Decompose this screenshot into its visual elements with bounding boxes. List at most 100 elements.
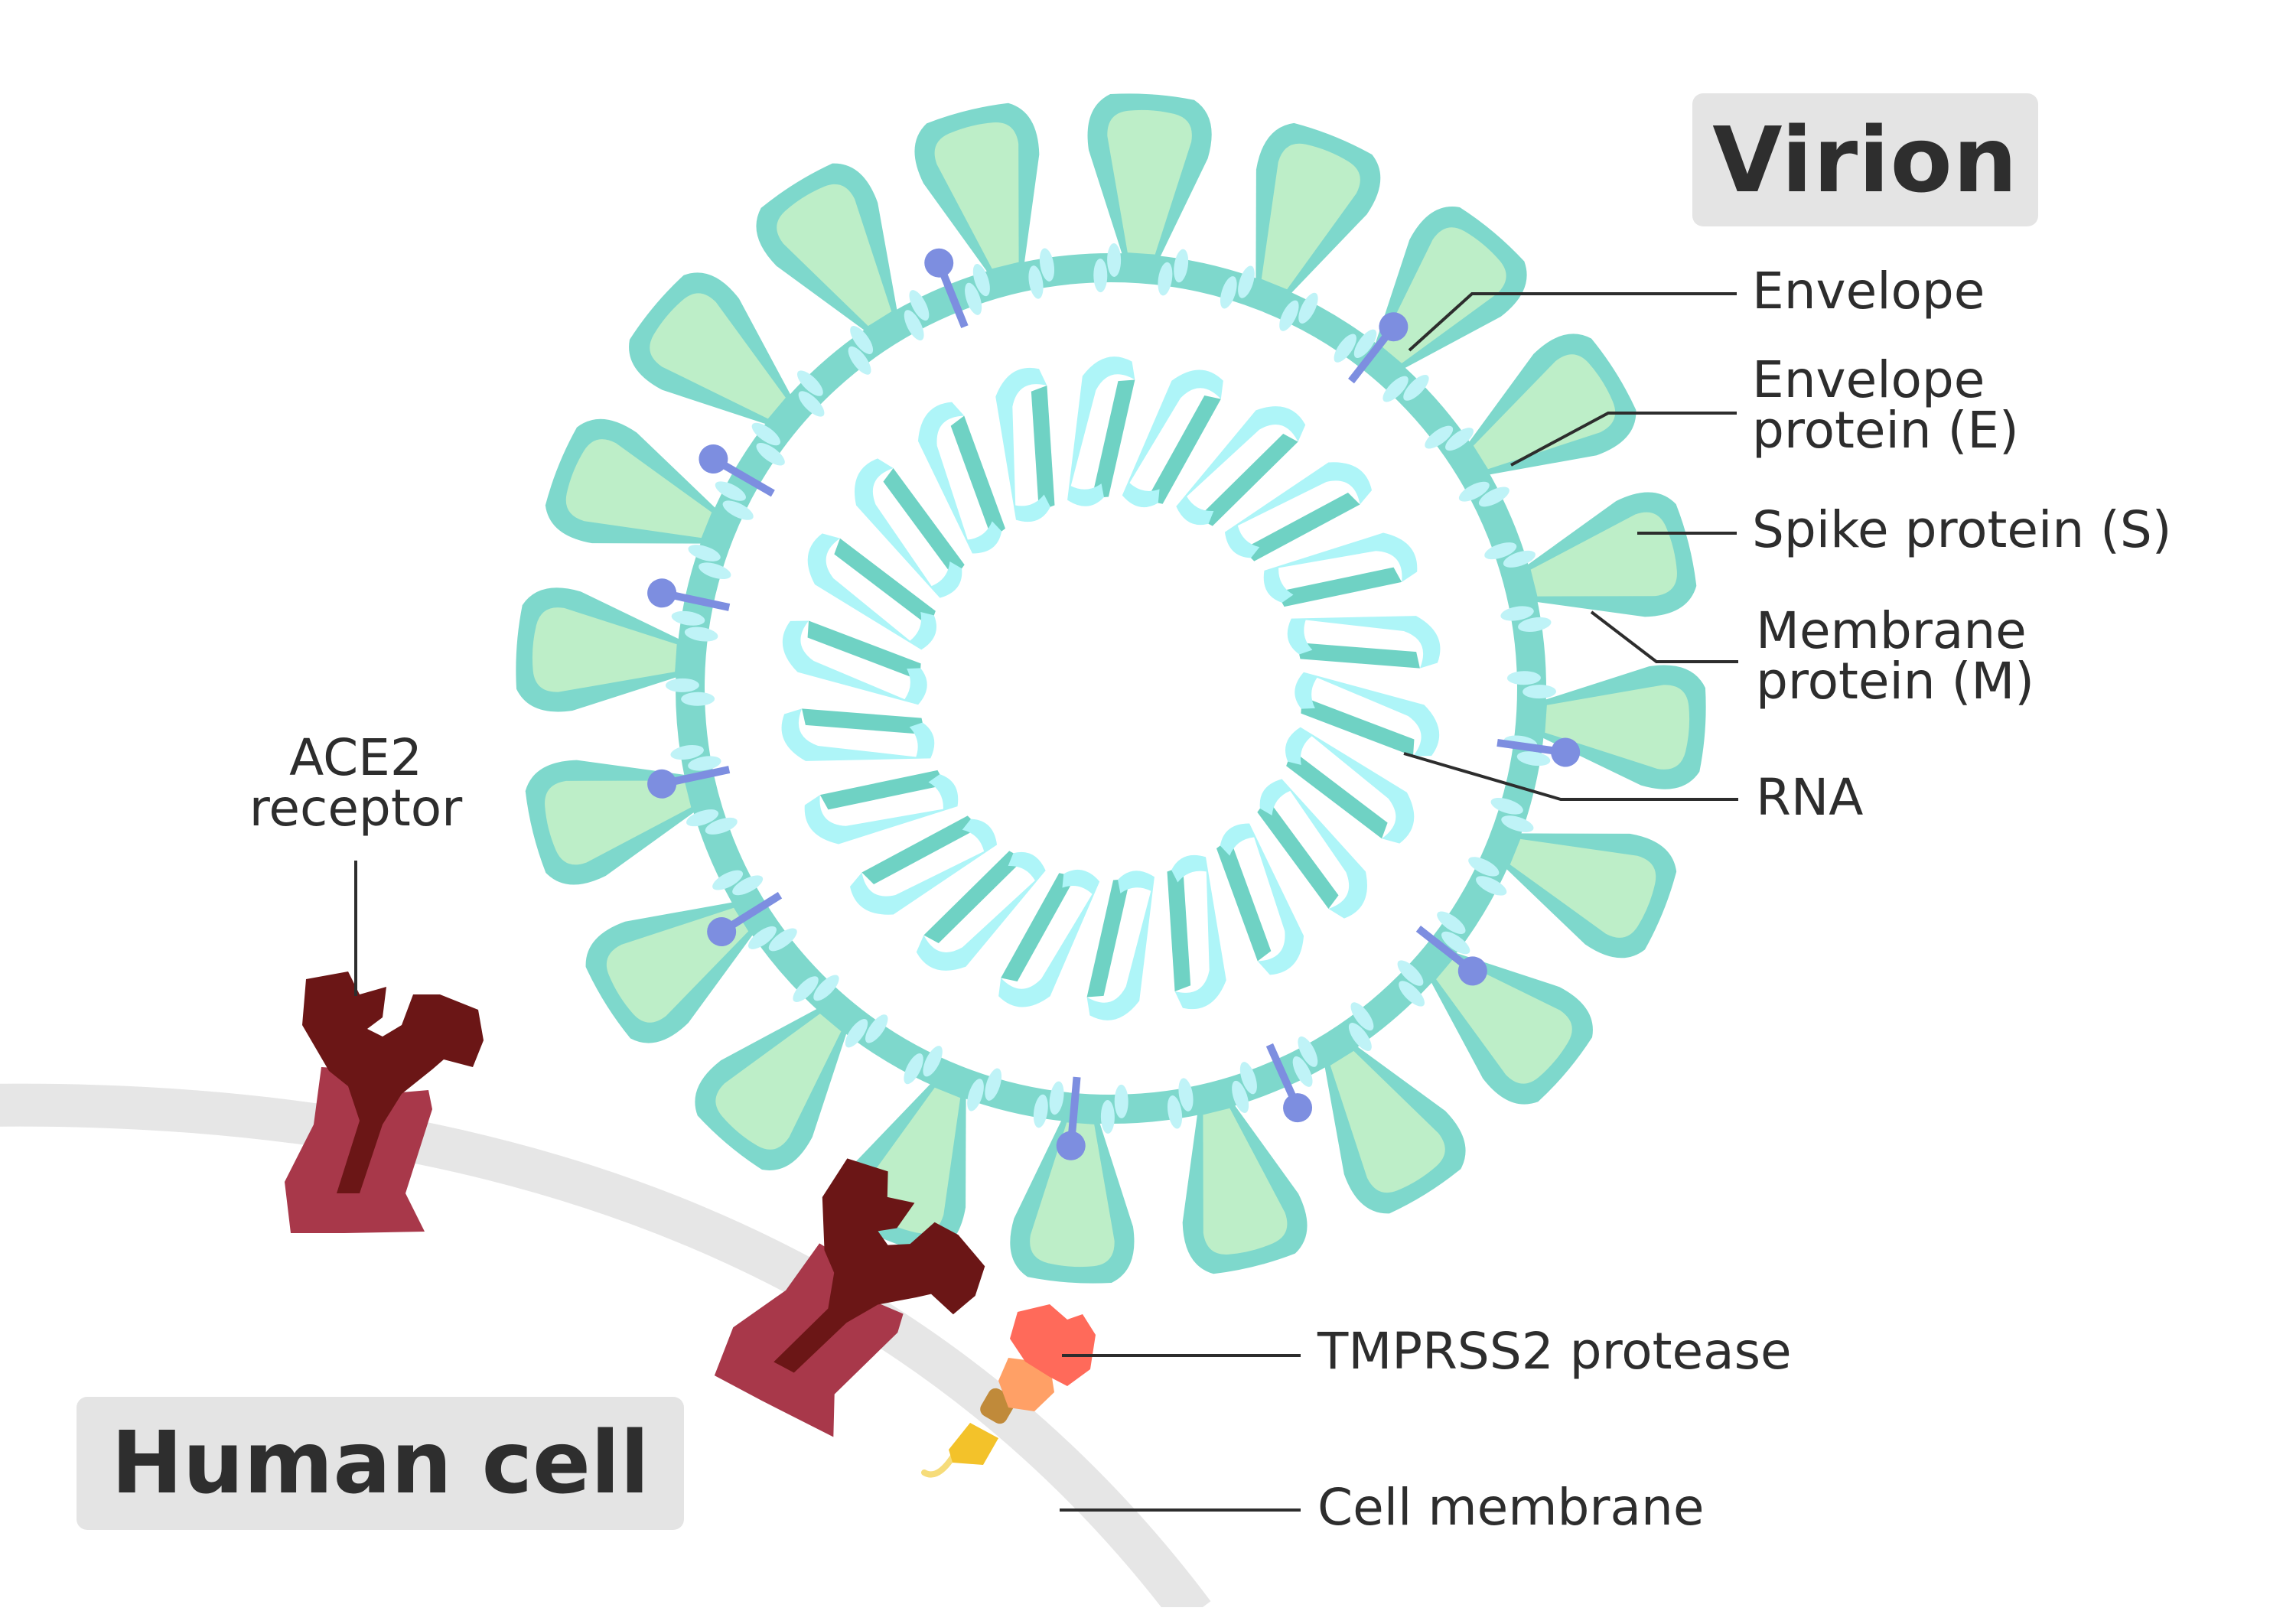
rna-back: [1216, 838, 1272, 962]
m-protein-head: [647, 578, 677, 608]
rna-back: [1286, 750, 1388, 839]
tmprss2-protease: [921, 1304, 1096, 1478]
e-protein-lobe: [756, 443, 785, 466]
label-membrane-protein: Membrane protein (M): [1756, 606, 2034, 707]
spike-protein: [1537, 665, 1706, 789]
envelope-protein: [1167, 1078, 1194, 1129]
leader-rna: [1403, 752, 1738, 801]
ace2-top: [773, 1158, 985, 1373]
cell-membrane-arc: [0, 1083, 1211, 1611]
spike-protein: [1324, 1043, 1466, 1214]
m-protein-head: [1379, 312, 1409, 342]
rna-coil: [807, 533, 936, 650]
envelope-protein: [1100, 1084, 1128, 1134]
e-protein-lobe: [965, 282, 982, 315]
e-protein-lobe: [748, 926, 777, 949]
label-envelope: Envelope: [1752, 266, 1985, 317]
spike-protein: [629, 272, 794, 426]
e-protein-lobe: [909, 290, 930, 321]
e-protein-lobe: [865, 1014, 888, 1043]
spike-inner: [934, 122, 1019, 269]
e-protein-lobe: [1028, 265, 1044, 299]
e-protein-lobe: [1476, 876, 1507, 896]
rna-back: [1257, 799, 1339, 909]
tmprss2-mid: [998, 1358, 1054, 1411]
envelope-protein: [1425, 425, 1474, 451]
e-protein-lobe: [670, 744, 704, 760]
spike-inner: [1330, 1050, 1445, 1193]
e-protein-lobe: [1382, 376, 1409, 402]
e-protein-lobe: [1167, 1095, 1183, 1129]
envelope-proteins: [665, 242, 1557, 1134]
e-protein-lobe: [699, 562, 731, 580]
spike-inner: [532, 607, 677, 692]
rna-back: [950, 415, 1005, 539]
e-protein-lobe: [1437, 911, 1466, 934]
e-protein-lobe: [715, 481, 746, 501]
e-protein-lobe: [712, 870, 744, 890]
e-protein-lobe: [1478, 487, 1509, 507]
envelope-protein: [1334, 329, 1377, 363]
envelope-protein: [904, 1046, 943, 1085]
membrane-protein: [647, 766, 731, 799]
spike-inner: [1545, 685, 1690, 770]
membrane-protein: [1265, 1043, 1313, 1123]
rna-back: [834, 538, 936, 627]
e-protein-lobe: [923, 1046, 943, 1077]
rna-back: [1296, 642, 1420, 669]
rna-back: [1275, 567, 1402, 607]
e-protein-lobe: [1458, 481, 1490, 502]
e-protein-lobe: [1518, 617, 1552, 633]
e-protein-lobe: [681, 692, 715, 706]
rna-coil: [1122, 369, 1223, 508]
rna-back: [1167, 865, 1191, 992]
ace2-receptor-bound: [714, 1158, 985, 1437]
spike-inner: [1030, 1122, 1115, 1268]
rna-coil: [1285, 727, 1415, 844]
e-protein-lobe: [1501, 815, 1534, 832]
envelope-protein: [671, 610, 718, 642]
rna-front: [1220, 823, 1304, 975]
envelope-protein: [1500, 606, 1552, 633]
spike-protein: [1087, 93, 1212, 262]
rna-coil: [1287, 616, 1441, 669]
e-protein-lobe: [1503, 550, 1536, 568]
rna-coil: [1295, 672, 1440, 757]
envelope-protein: [1348, 1002, 1374, 1051]
spike-inner: [1509, 838, 1656, 938]
e-protein-lobe: [848, 346, 871, 375]
membrane-protein: [1348, 312, 1409, 384]
rna-coil: [849, 815, 998, 915]
rna-back: [923, 851, 1024, 943]
rna-front: [807, 533, 936, 650]
e-protein-lobe: [845, 1019, 868, 1048]
spike-inner: [1473, 354, 1616, 470]
e-protein-lobe: [1425, 425, 1454, 449]
spike-inner: [545, 780, 692, 865]
rna-front: [916, 851, 1046, 971]
e-protein-lobe: [1033, 1094, 1048, 1128]
e-protein-lobe: [1049, 1081, 1064, 1115]
envelope-protein: [1506, 671, 1557, 699]
e-protein-lobe: [1350, 1002, 1374, 1031]
rna-front: [1287, 616, 1441, 669]
spike-protein: [695, 1005, 848, 1170]
envelope-protein: [1279, 292, 1318, 331]
ace2-top: [302, 971, 484, 1193]
label-text: Spike protein (S): [1752, 500, 2172, 559]
label-text: Cell membrane: [1317, 1478, 1705, 1537]
envelope-protein: [751, 422, 785, 466]
envelope-protein: [845, 1014, 888, 1048]
envelope-protein: [1158, 249, 1189, 296]
e-protein-lobe: [1178, 1078, 1194, 1111]
e-protein-lobe: [1100, 1100, 1115, 1134]
envelope-protein: [1028, 248, 1055, 299]
envelope-protein: [1458, 481, 1509, 507]
rna-back: [1301, 696, 1415, 757]
spike-protein: [1182, 1100, 1308, 1274]
label-rna: RNA: [1756, 773, 1863, 823]
envelope-protein: [670, 744, 721, 771]
envelope-protein: [1437, 911, 1470, 955]
e-protein-lobe: [967, 1079, 984, 1111]
rna-back: [807, 620, 921, 681]
